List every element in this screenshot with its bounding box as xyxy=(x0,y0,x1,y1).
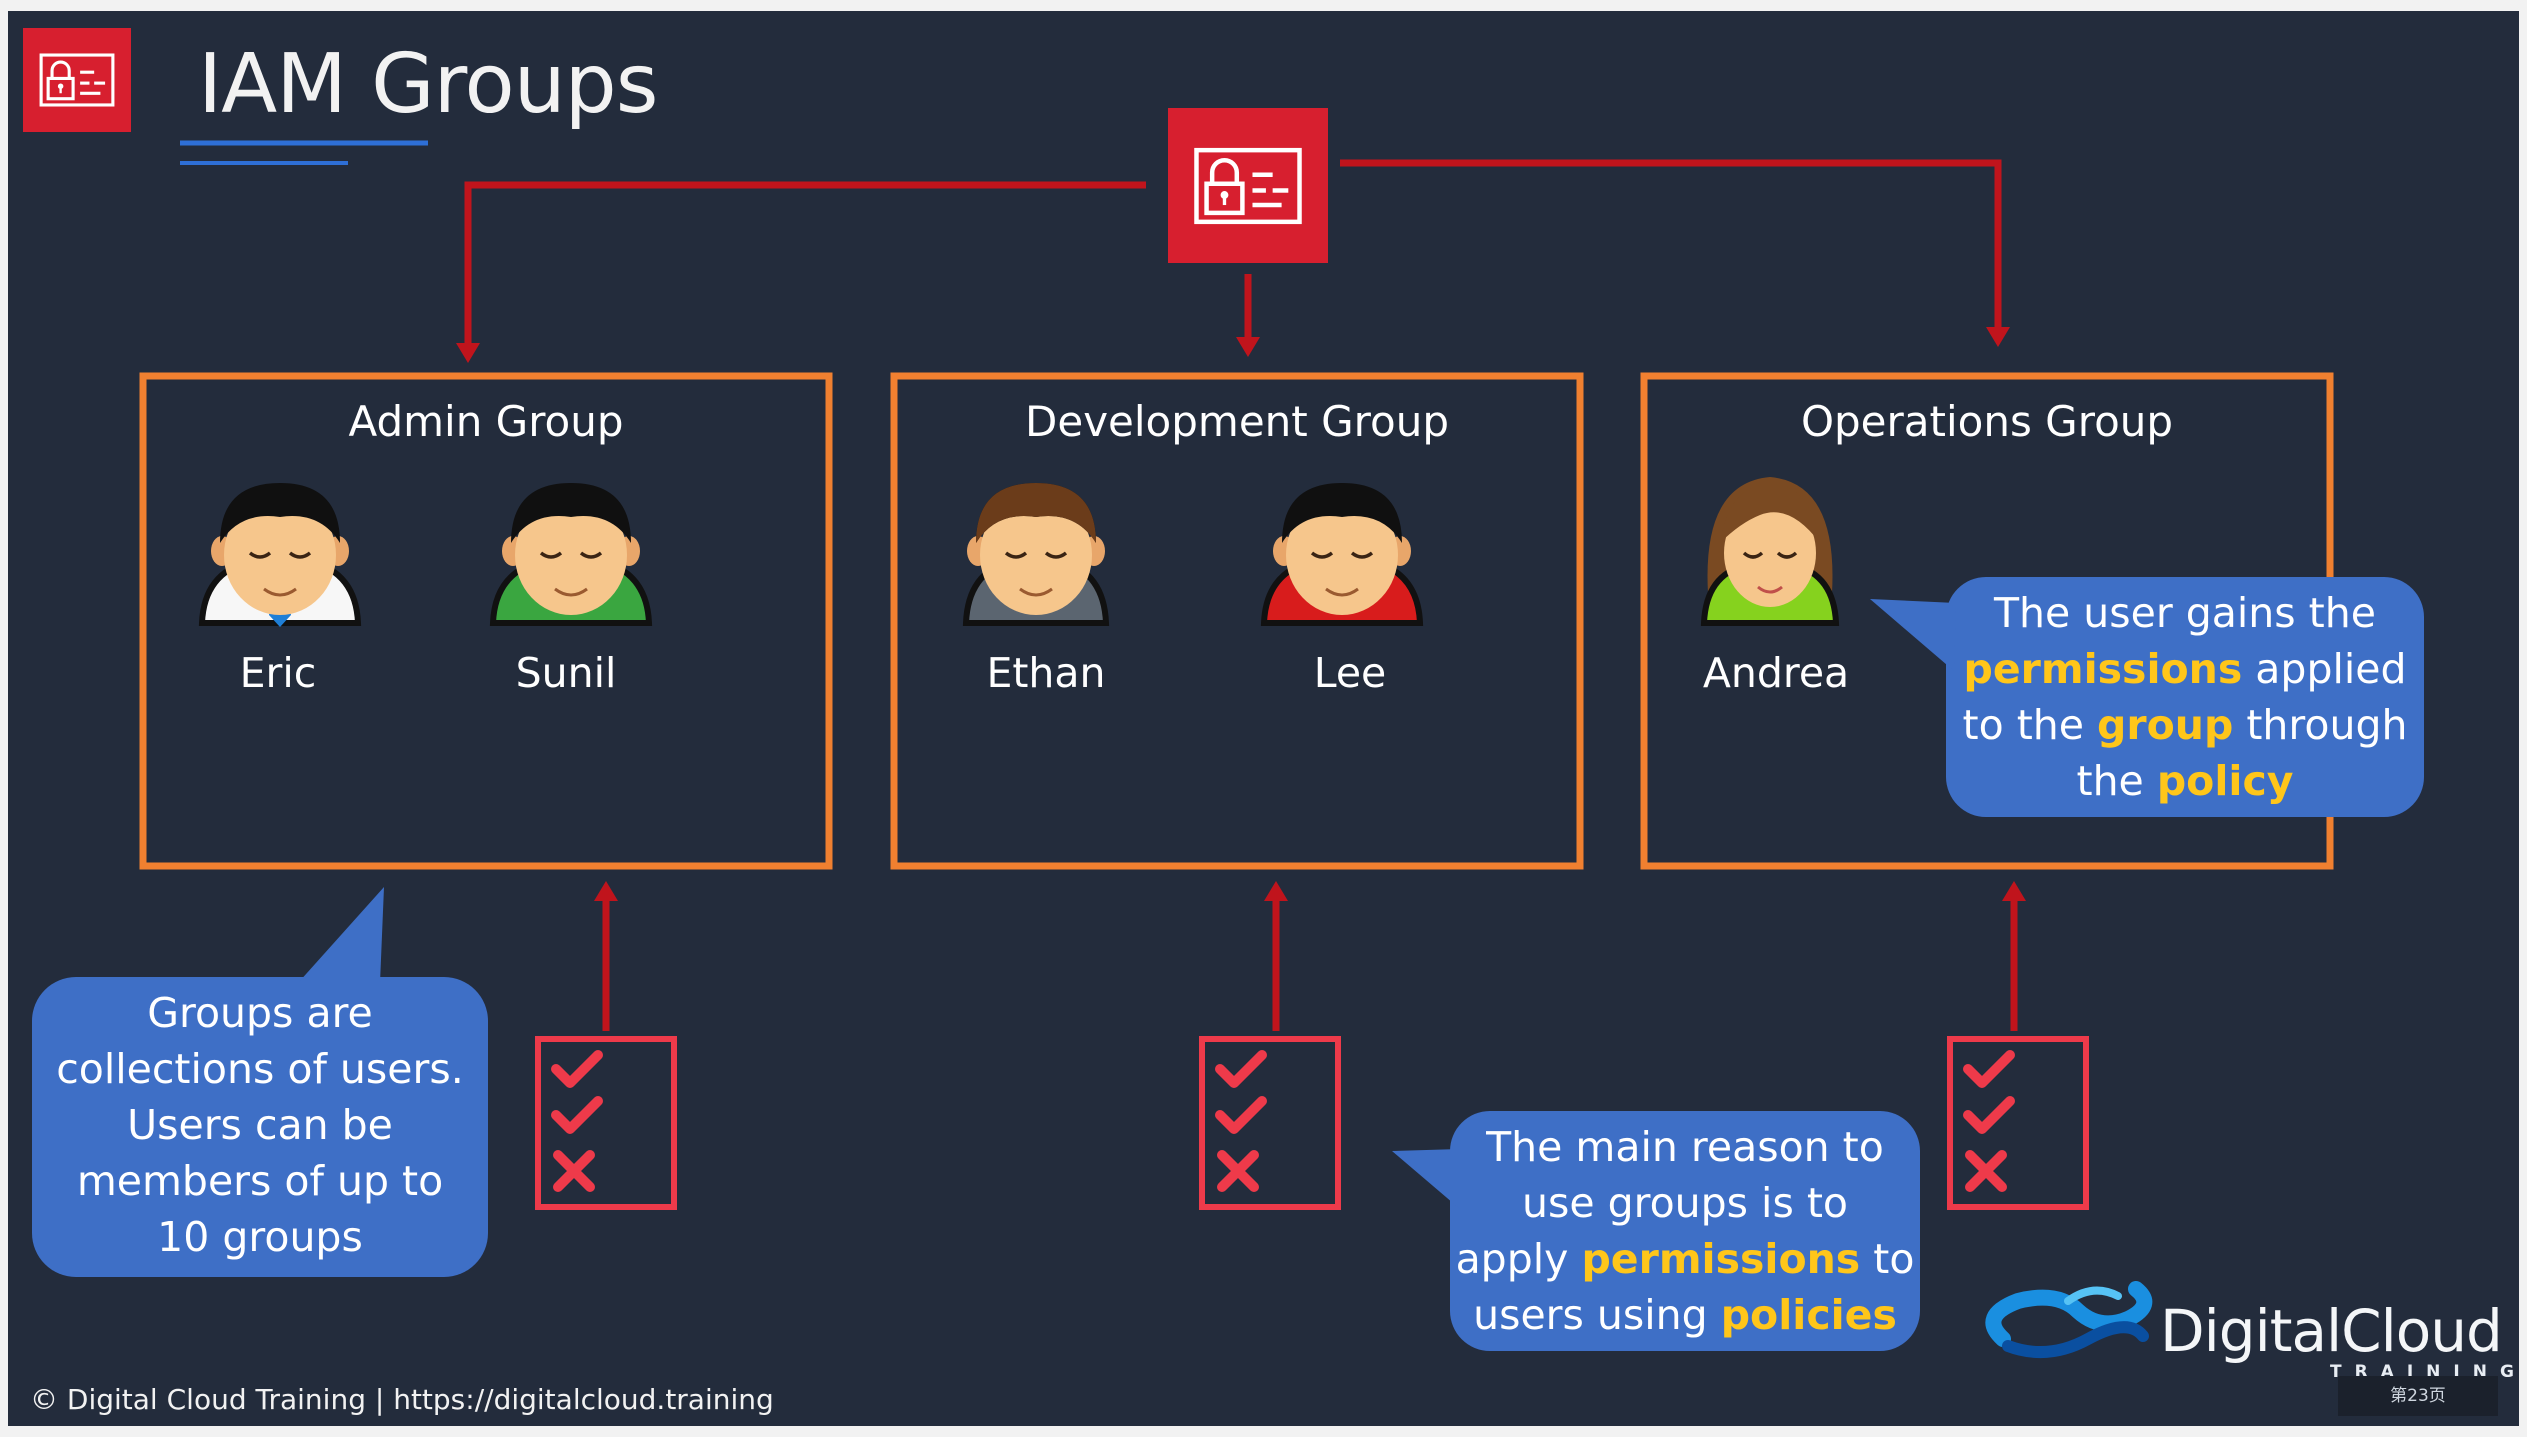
page-title: IAM Groups xyxy=(198,37,658,132)
diagram-canvas xyxy=(23,28,2424,1359)
callout-right-line: The user gains the xyxy=(1994,589,2376,637)
arrowheads xyxy=(456,327,2026,901)
highlight-policies: policies xyxy=(1720,1291,1897,1339)
iam-icon-top-left xyxy=(23,28,131,132)
operations-group-title: Operations Group xyxy=(1800,397,2174,446)
callout-left-line: 10 groups xyxy=(157,1213,363,1261)
page-number: 第23页 xyxy=(2338,1376,2498,1416)
callout-left-line: members of up to xyxy=(76,1157,444,1205)
iam-icon-center xyxy=(1168,108,1328,263)
callout-middle-bubble xyxy=(1392,1111,1920,1351)
digitalcloud-logo-icon xyxy=(1985,1281,2153,1359)
callout-left-line: collections of users. xyxy=(56,1045,464,1093)
brand-name: DigitalCloud xyxy=(2160,1297,2503,1365)
highlight-permissions: permissions xyxy=(1581,1235,1861,1283)
user-name-eric: Eric xyxy=(239,649,317,697)
user-name-sunil: Sunil xyxy=(515,649,617,697)
avatar-eric-icon xyxy=(198,481,362,627)
callout-right-text: The user gains the permissions applied t… xyxy=(1946,585,2424,809)
callout-right-line: the policy xyxy=(2076,757,2294,805)
callout-middle-line: apply permissions to xyxy=(1455,1235,1915,1283)
callout-left-line: Groups are xyxy=(147,989,373,1037)
connector-lines xyxy=(464,159,2018,1031)
highlight-group: group xyxy=(2097,701,2234,749)
user-name-lee: Lee xyxy=(1313,649,1387,697)
admin-group-title: Admin Group xyxy=(348,397,624,446)
callout-middle-line: use groups is to xyxy=(1521,1179,1849,1227)
avatar-ethan-icon xyxy=(962,481,1110,626)
highlight-policy: policy xyxy=(2156,757,2294,805)
callout-right-bubble xyxy=(1870,577,2424,817)
footer-copyright: © Digital Cloud Training | https://digit… xyxy=(30,1383,774,1416)
callout-left-text: Groups are collections of users. Users c… xyxy=(32,985,488,1265)
callout-right-line: to the group through xyxy=(1962,701,2408,749)
callout-middle-line: users using policies xyxy=(1473,1291,1897,1339)
development-group-box xyxy=(890,372,1584,870)
callout-middle-line: The main reason to xyxy=(1486,1123,1884,1171)
slide: IAM Groups Admin Group Development Group… xyxy=(8,11,2519,1426)
callout-right-line: permissions applied xyxy=(1963,645,2407,693)
policy-checklist-icon xyxy=(538,1039,674,1207)
avatar-andrea-icon xyxy=(1700,477,1840,626)
admin-group-box xyxy=(139,372,833,870)
avatar-sunil-icon xyxy=(489,481,653,626)
callout-middle-text: The main reason to use groups is to appl… xyxy=(1450,1119,1920,1343)
user-name-ethan: Ethan xyxy=(986,649,1106,697)
policy-checklist-icon xyxy=(1950,1039,2086,1207)
user-name-andrea: Andrea xyxy=(1702,649,1850,697)
policy-checklist-icon xyxy=(1202,1039,1338,1207)
highlight-permissions: permissions xyxy=(1963,645,2243,693)
callout-left-bubble xyxy=(32,887,488,1277)
avatar-lee-icon xyxy=(1260,481,1424,626)
callout-left-line: Users can be xyxy=(127,1101,393,1149)
development-group-title: Development Group xyxy=(1025,397,1449,446)
